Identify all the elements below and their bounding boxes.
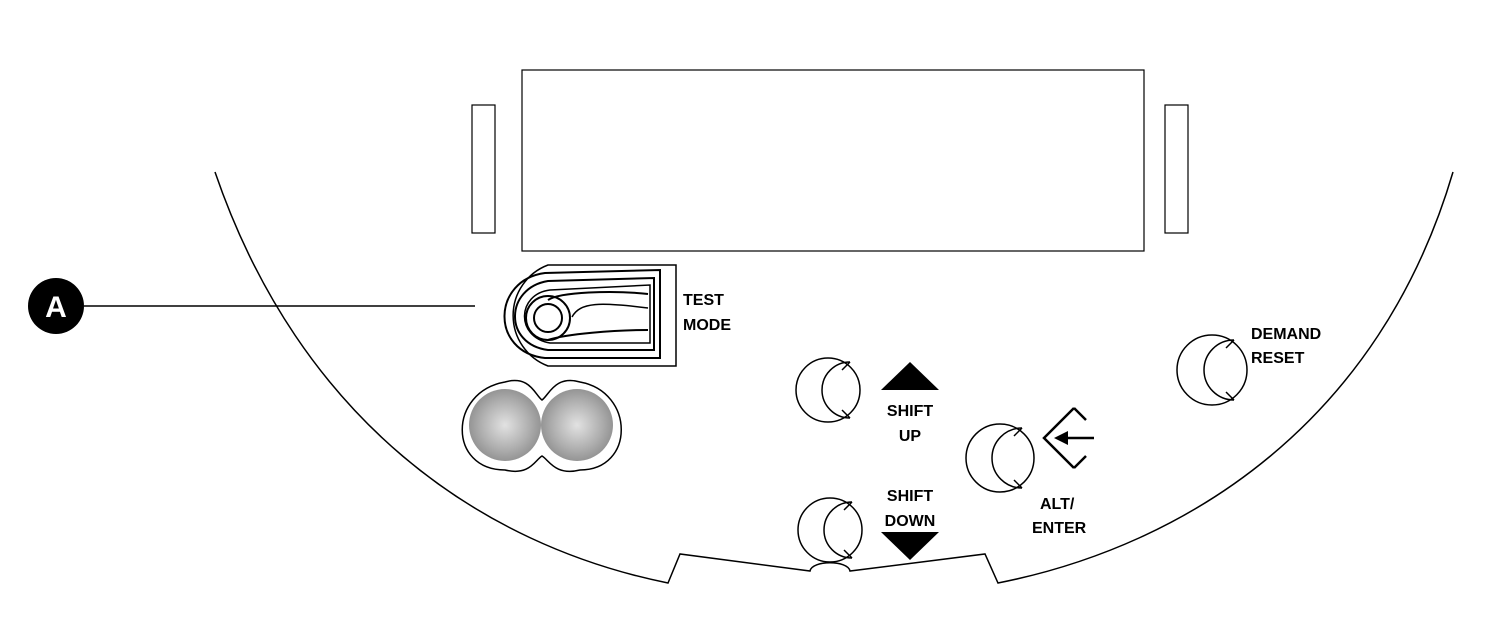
test-mode-label-line1: TEST bbox=[683, 292, 724, 309]
led-right bbox=[541, 389, 613, 461]
test-mode-key-switch-icon[interactable] bbox=[503, 264, 677, 367]
demand-reset-label-line2: RESET bbox=[1251, 350, 1305, 367]
enter-arrow-diamond-icon bbox=[1042, 407, 1094, 469]
callout-a-letter: A bbox=[45, 291, 67, 324]
shift-up-label-line1: SHIFT bbox=[887, 403, 933, 420]
indicator-leds bbox=[461, 379, 622, 473]
shift-down-label-line1: SHIFT bbox=[887, 488, 933, 505]
shift-up-button[interactable] bbox=[795, 357, 861, 423]
shift-down-label-line2: DOWN bbox=[885, 513, 936, 530]
display-window bbox=[521, 69, 1145, 252]
triangle-down-icon bbox=[881, 532, 939, 560]
shift-up-label-line2: UP bbox=[899, 428, 922, 445]
alt-enter-button[interactable] bbox=[965, 423, 1035, 493]
display-clip-right bbox=[1164, 104, 1189, 234]
callout-a-badge bbox=[28, 278, 84, 334]
shift-down-button[interactable] bbox=[797, 497, 863, 563]
alt-enter-label-line1: ALT/ bbox=[1040, 496, 1075, 513]
demand-reset-button[interactable] bbox=[1176, 334, 1248, 406]
alt-enter-label-line2: ENTER bbox=[1032, 520, 1087, 537]
led-left bbox=[469, 389, 541, 461]
demand-reset-label-line1: DEMAND bbox=[1251, 326, 1321, 343]
faceplate-outline bbox=[214, 171, 1454, 584]
triangle-up-icon bbox=[881, 362, 939, 390]
test-mode-label-line2: MODE bbox=[683, 317, 731, 334]
display-clip-left bbox=[471, 104, 496, 234]
callout-a: A bbox=[28, 278, 475, 334]
